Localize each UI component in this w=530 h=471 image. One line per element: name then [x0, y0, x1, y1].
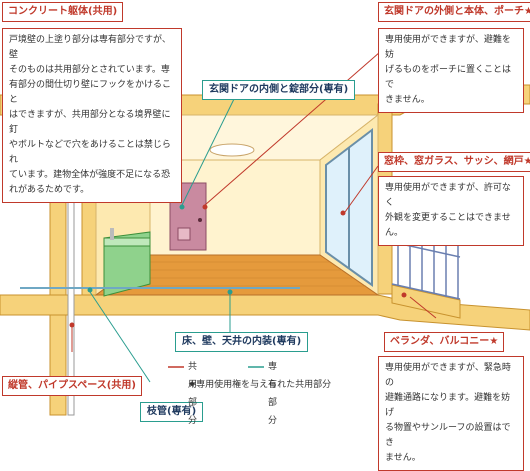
label-concrete-frame: コンクリート躯体(共用) — [2, 2, 124, 22]
leader-dots-private — [87, 204, 233, 295]
desc-window: 専用使用ができますが、許可なく 外観を変更することはできません。 — [378, 176, 524, 246]
desc-door-outer: 専用使用ができますが、避難を妨 げるものをポーチに置くことはで きません。 — [378, 28, 524, 113]
desc-line: れがあるためです。 — [9, 185, 90, 195]
label-interior: 床、壁、天井の内装(専有) — [175, 332, 309, 352]
label-door-inner: 玄関ドアの内側と錠部分(専有) — [202, 80, 356, 100]
label-veranda-text: ベランダ、バルコニー — [390, 336, 490, 347]
label-door-outer: 玄関ドアの外側と本体、ポーチ★ — [378, 2, 530, 22]
desc-line: 有部分の間仕切り壁にフックをかけること — [9, 80, 172, 105]
label-veranda: ベランダ、バルコニー★ — [384, 332, 505, 352]
label-window: 窓枠、窓ガラス、サッシ、網戸★ — [378, 152, 530, 172]
desc-line: ません。 — [385, 453, 421, 463]
star-icon: ★ — [489, 336, 499, 347]
desc-line: そのものは共用部分とされています。専 — [9, 65, 170, 75]
leader-lines-private — [89, 96, 236, 383]
desc-line: 外観を変更することはできません。 — [385, 213, 511, 238]
label-door-outer-text: 玄関ドアの外側と本体、ポーチ — [384, 6, 524, 17]
balcony-slab — [391, 284, 461, 319]
legend-exclusive-label: ★専用使用権を与えられた共用部分 — [188, 380, 332, 390]
desc-line: げるものをポーチに置くことはで — [385, 65, 512, 90]
kitchen-sink — [103, 228, 151, 297]
star-icon: ★ — [524, 6, 530, 17]
label-window-text: 窓枠、窓ガラス、サッシ、網戸 — [384, 156, 524, 167]
desc-line: 専用使用ができますが、避難を妨 — [385, 35, 511, 60]
legend-common-label: 共用部分 — [188, 362, 198, 426]
desc-line: きません。 — [385, 95, 430, 105]
desc-line: 専用使用ができますが、緊急時の — [385, 363, 511, 388]
desc-concrete-frame: 戸境壁の上塗り部分は専有部分ですが、壁 そのものは共用部分とされています。専 有… — [2, 28, 182, 203]
desc-line: ています。建物全体が強度不足になる恐 — [9, 170, 171, 180]
ceiling-light — [209, 143, 255, 157]
desc-line: 戸境壁の上塗り部分は専有部分ですが、壁 — [9, 35, 171, 60]
star-icon: ★ — [523, 156, 530, 167]
desc-line: 専用使用ができますが、許可なく — [385, 183, 511, 208]
floor-boards — [106, 261, 366, 287]
desc-veranda: 専用使用ができますが、緊急時の 避難通路になります。避難を妨げ る物置やサンルー… — [378, 356, 524, 471]
desc-line: 避難通路になります。避難を妨げ — [385, 393, 511, 418]
desc-line: やボルトなどで穴をあけることは禁じられ — [9, 140, 171, 165]
label-vertical-pipe: 縦管、パイプスペース(共用) — [2, 376, 142, 396]
label-branch-pipe: 枝管(専有) — [140, 402, 204, 422]
desc-line: る物置やサンルーフの設置はでき — [385, 423, 511, 448]
desc-line: はできますが、共用部分となる境界壁に釘 — [9, 110, 171, 135]
window-sash — [325, 127, 373, 287]
legend-private-label: 専有部分 — [268, 362, 278, 426]
